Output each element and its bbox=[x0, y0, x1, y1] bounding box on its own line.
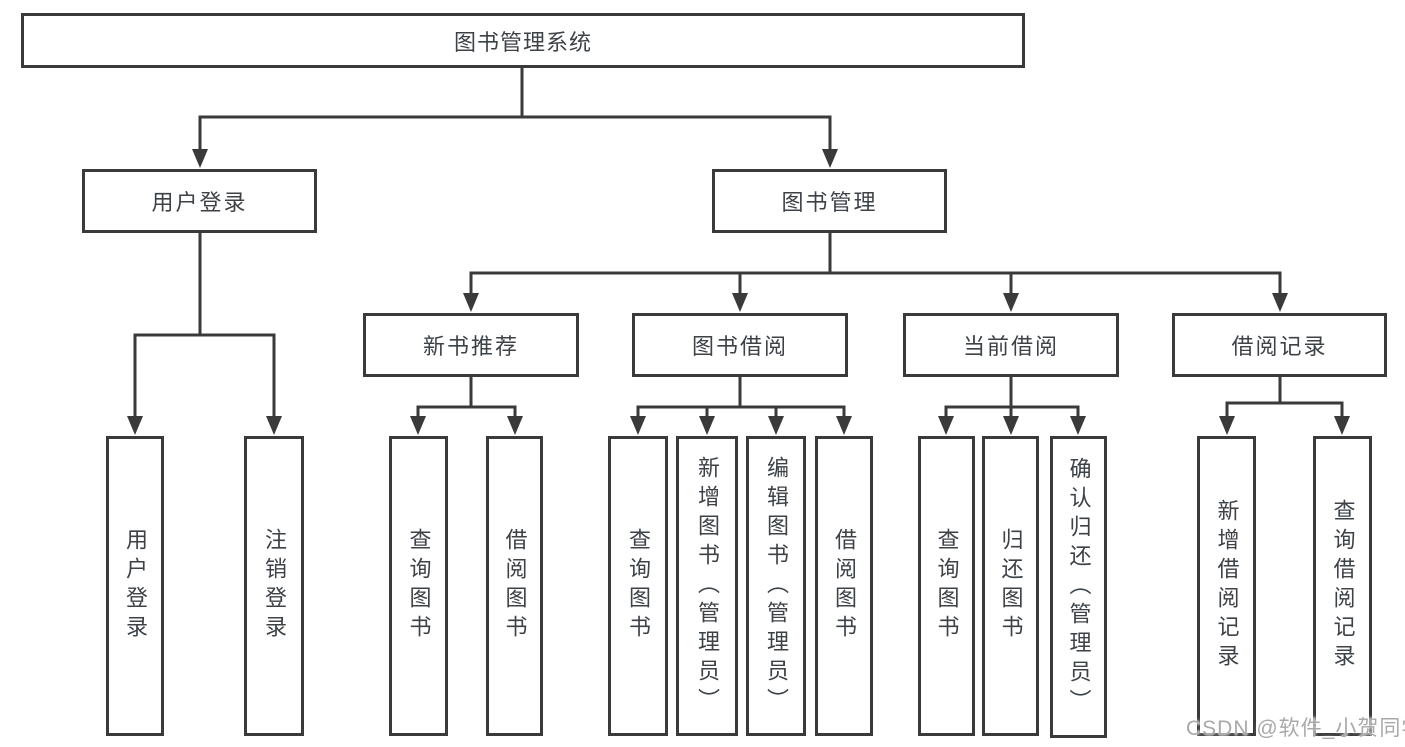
leaf-query-books-borrow-label: 查询图书 bbox=[626, 528, 651, 644]
csdn-watermark: CSDN @软件_小贺同学 bbox=[1186, 717, 1405, 740]
leaf-query-books-recommend-label: 查询图书 bbox=[406, 528, 432, 644]
leaf-user-login: 用户登录 bbox=[106, 436, 164, 736]
leaf-confirm-return-admin-label: 确认归还（管理员） bbox=[1066, 456, 1092, 718]
leaf-query-books-current: 查询图书 bbox=[918, 436, 975, 736]
leaf-borrow-books-recommend-label: 借阅图书 bbox=[502, 528, 528, 644]
leaf-edit-book-admin: 编辑图书（管理员） bbox=[746, 436, 806, 736]
leaf-borrow-books-recommend: 借阅图书 bbox=[486, 436, 543, 736]
leaf-add-book-admin-label: 新增图书（管理员） bbox=[695, 455, 720, 717]
leaf-query-books-current-label: 查询图书 bbox=[934, 528, 960, 644]
leaf-return-books: 归还图书 bbox=[982, 436, 1039, 736]
node-user-login: 用户登录 bbox=[82, 169, 317, 233]
leaf-query-borrow-record: 查询借阅记录 bbox=[1313, 436, 1372, 736]
leaf-add-borrow-record: 新增借阅记录 bbox=[1197, 436, 1256, 736]
leaf-logout-label: 注销登录 bbox=[262, 528, 287, 644]
leaf-add-borrow-record-label: 新增借阅记录 bbox=[1214, 499, 1240, 673]
leaf-edit-book-admin-label: 编辑图书（管理员） bbox=[764, 455, 789, 717]
node-borrow-records: 借阅记录 bbox=[1172, 313, 1387, 377]
leaf-borrow-books: 借阅图书 bbox=[815, 436, 873, 736]
leaf-borrow-books-label: 借阅图书 bbox=[832, 528, 857, 644]
leaf-query-books-recommend: 查询图书 bbox=[389, 436, 448, 736]
node-root: 图书管理系统 bbox=[21, 13, 1025, 68]
leaf-add-book-admin: 新增图书（管理员） bbox=[676, 436, 738, 736]
leaf-return-books-label: 归还图书 bbox=[998, 528, 1024, 644]
leaf-query-borrow-record-label: 查询借阅记录 bbox=[1330, 499, 1356, 673]
node-new-book-recommend: 新书推荐 bbox=[363, 313, 579, 377]
node-current-borrow: 当前借阅 bbox=[903, 313, 1119, 377]
leaf-user-login-label: 用户登录 bbox=[123, 528, 148, 644]
leaf-query-books-borrow: 查询图书 bbox=[608, 436, 668, 736]
node-book-management: 图书管理 bbox=[712, 169, 947, 233]
leaf-confirm-return-admin: 确认归还（管理员） bbox=[1050, 436, 1107, 738]
leaf-logout: 注销登录 bbox=[244, 436, 304, 736]
node-book-borrow: 图书借阅 bbox=[632, 313, 848, 377]
